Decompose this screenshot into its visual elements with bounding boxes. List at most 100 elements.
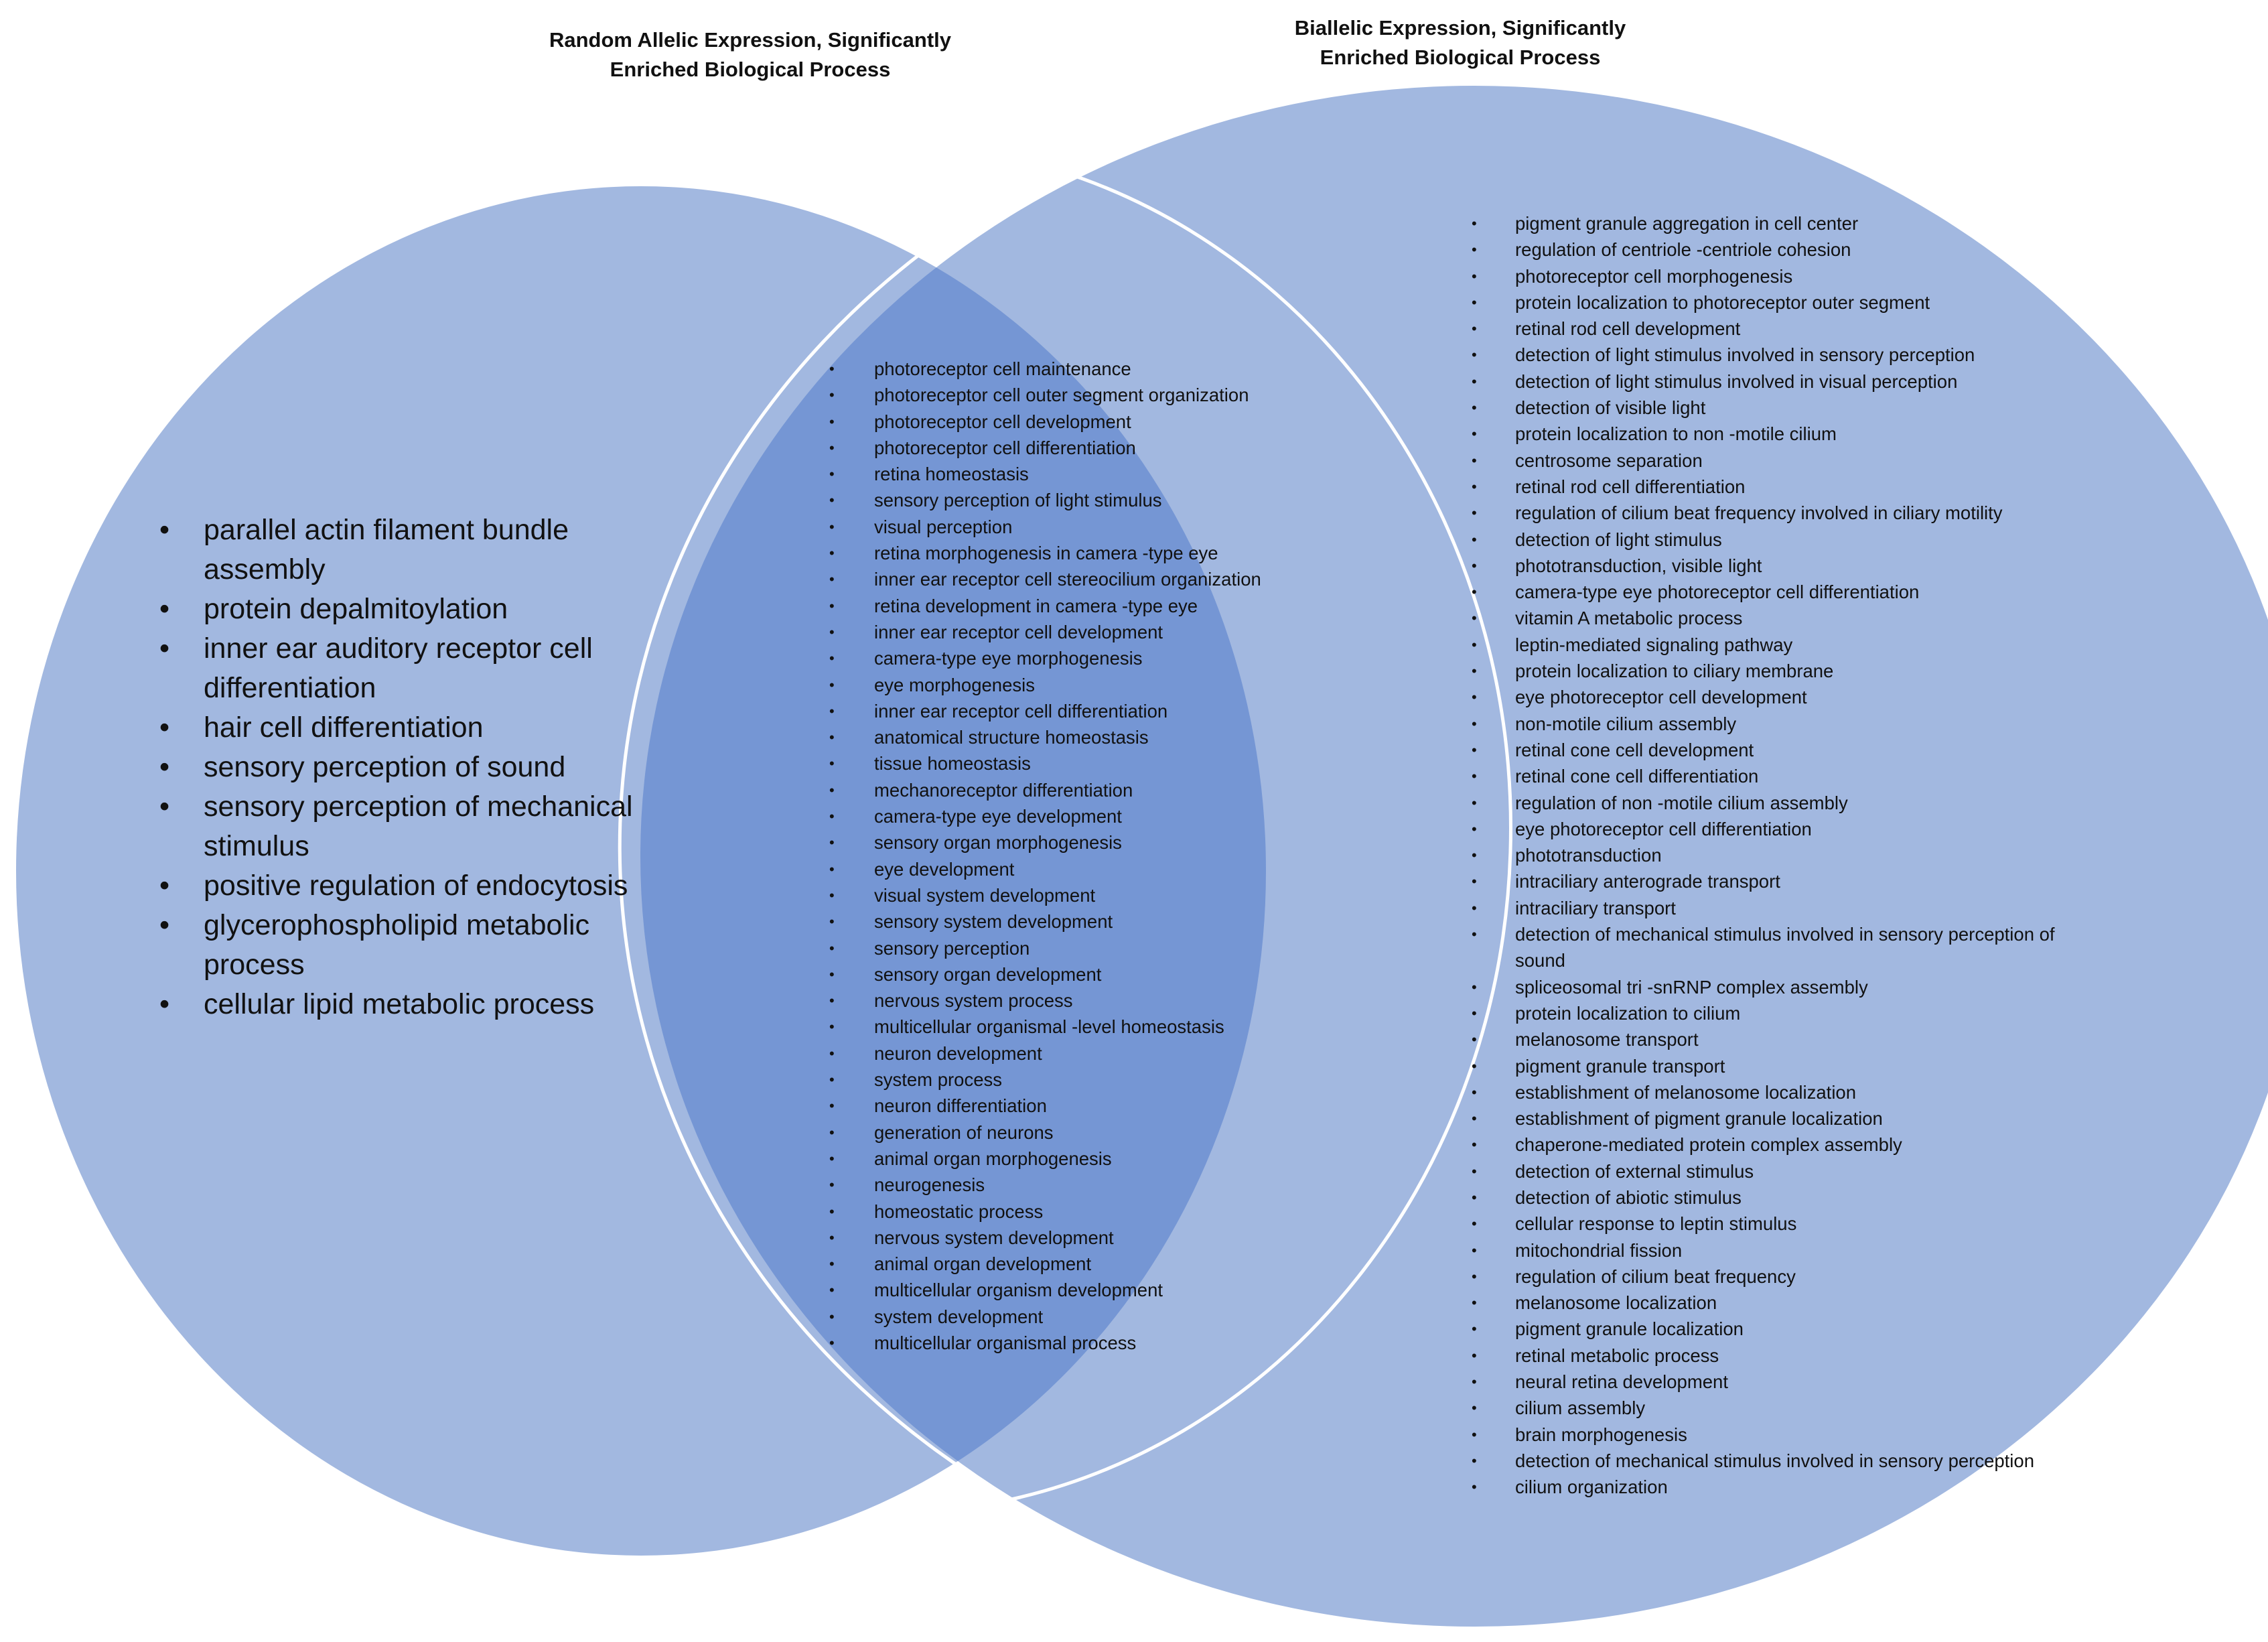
term-item: camera-type eye development [829, 803, 1338, 830]
term-item: parallel actin filament bundle assembly [159, 510, 642, 590]
term-item: visual system development [829, 882, 1338, 909]
term-item: camera-type eye photoreceptor cell diffe… [1472, 579, 2061, 606]
term-item: system process [829, 1067, 1338, 1093]
term-item: protein localization to non -motile cili… [1472, 421, 2061, 448]
term-item: retina homeostasis [829, 461, 1338, 488]
term-item: phototransduction [1472, 842, 2061, 869]
term-item: hair cell differentiation [159, 708, 642, 748]
biallelic-title-line2: Enriched Biological Process [1320, 46, 1601, 69]
term-item: inner ear receptor cell development [829, 619, 1338, 646]
term-item: mechanoreceptor differentiation [829, 777, 1338, 804]
term-item: homeostatic process [829, 1199, 1338, 1225]
term-item: cellular lipid metabolic process [159, 985, 642, 1024]
term-item: sensory perception of light stimulus [829, 487, 1338, 514]
biallelic-term-list: pigment granule aggregation in cell cent… [1472, 210, 2061, 1501]
term-item: sensory perception [829, 935, 1338, 962]
random-allelic-title-line1: Random Allelic Expression, Significantly [549, 28, 952, 52]
term-item: cellular response to leptin stimulus [1472, 1211, 2061, 1237]
term-item: retinal metabolic process [1472, 1343, 2061, 1369]
term-item: glycerophospholipid metabolic process [159, 906, 642, 985]
term-item: positive regulation of endocytosis [159, 866, 642, 906]
term-item: pigment granule aggregation in cell cent… [1472, 210, 2061, 237]
biallelic-title: Biallelic Expression, Significantly Enri… [1192, 13, 1728, 72]
term-item: tissue homeostasis [829, 750, 1338, 777]
term-item: retinal cone cell development [1472, 737, 2061, 764]
term-item: nervous system development [829, 1225, 1338, 1251]
term-item: sensory system development [829, 908, 1338, 935]
term-item: cilium assembly [1472, 1395, 2061, 1422]
term-item: multicellular organism development [829, 1277, 1338, 1304]
term-item: detection of mechanical stimulus involve… [1472, 1448, 2061, 1475]
term-item: photoreceptor cell maintenance [829, 356, 1338, 383]
term-item: photoreceptor cell development [829, 409, 1338, 435]
term-item: regulation of cilium beat frequency invo… [1472, 500, 2061, 527]
term-item: cilium organization [1472, 1474, 2061, 1501]
biallelic-title-line1: Biallelic Expression, Significantly [1294, 16, 1626, 40]
term-item: vitamin A metabolic process [1472, 605, 2061, 632]
term-item: protein localization to cilium [1472, 1000, 2061, 1027]
term-item: mitochondrial fission [1472, 1237, 2061, 1264]
term-item: neuron development [829, 1040, 1338, 1067]
random-allelic-title-line2: Enriched Biological Process [610, 58, 891, 81]
term-item: retina morphogenesis in camera -type eye [829, 540, 1338, 567]
term-item: melanosome transport [1472, 1026, 2061, 1053]
term-item: retinal rod cell development [1472, 316, 2061, 342]
term-item: generation of neurons [829, 1119, 1338, 1146]
term-item: pigment granule transport [1472, 1053, 2061, 1080]
term-item: melanosome localization [1472, 1290, 2061, 1316]
term-item: brain morphogenesis [1472, 1422, 2061, 1448]
term-item: chaperone-mediated protein complex assem… [1472, 1132, 2061, 1158]
term-item: retinal cone cell differentiation [1472, 763, 2061, 790]
term-item: detection of abiotic stimulus [1472, 1184, 2061, 1211]
term-item: establishment of pigment granule localiz… [1472, 1105, 2061, 1132]
term-item: establishment of melanosome localization [1472, 1079, 2061, 1106]
term-item: anatomical structure homeostasis [829, 724, 1338, 751]
term-item: animal organ development [829, 1251, 1338, 1278]
shared-term-list: photoreceptor cell maintenancephotorecep… [829, 356, 1338, 1357]
term-item: multicellular organismal process [829, 1330, 1338, 1357]
term-item: sensory perception of mechanical stimulu… [159, 787, 642, 866]
term-item: visual perception [829, 514, 1338, 541]
term-item: regulation of cilium beat frequency [1472, 1263, 2061, 1290]
term-item: neurogenesis [829, 1172, 1338, 1199]
term-item: inner ear receptor cell stereocilium org… [829, 566, 1338, 593]
random-allelic-term-list: parallel actin filament bundle assemblyp… [159, 510, 642, 1024]
term-item: detection of light stimulus [1472, 527, 2061, 553]
term-item: system development [829, 1304, 1338, 1330]
term-item: photoreceptor cell differentiation [829, 435, 1338, 462]
term-item: nervous system process [829, 987, 1338, 1014]
term-item: protein depalmitoylation [159, 590, 642, 629]
term-item: protein localization to photoreceptor ou… [1472, 289, 2061, 316]
term-item: camera-type eye morphogenesis [829, 645, 1338, 672]
term-item: inner ear auditory receptor cell differe… [159, 629, 642, 708]
term-item: eye photoreceptor cell differentiation [1472, 816, 2061, 843]
term-item: detection of light stimulus involved in … [1472, 368, 2061, 395]
term-item: neural retina development [1472, 1369, 2061, 1395]
term-item: animal organ morphogenesis [829, 1146, 1338, 1172]
term-item: regulation of centriole -centriole cohes… [1472, 236, 2061, 263]
term-item: leptin-mediated signaling pathway [1472, 632, 2061, 659]
term-item: multicellular organismal -level homeosta… [829, 1014, 1338, 1040]
term-item: detection of external stimulus [1472, 1158, 2061, 1185]
term-item: eye development [829, 856, 1338, 883]
term-item: pigment granule localization [1472, 1316, 2061, 1343]
term-item: detection of visible light [1472, 395, 2061, 421]
term-item: non-motile cilium assembly [1472, 711, 2061, 738]
term-item: eye photoreceptor cell development [1472, 684, 2061, 711]
term-item: retina development in camera -type eye [829, 593, 1338, 620]
term-item: neuron differentiation [829, 1093, 1338, 1119]
term-item: photoreceptor cell outer segment organiz… [829, 382, 1338, 409]
term-item: sensory organ morphogenesis [829, 829, 1338, 856]
term-item: spliceosomal tri -snRNP complex assembly [1472, 974, 2061, 1001]
term-item: eye morphogenesis [829, 672, 1338, 699]
term-item: inner ear receptor cell differentiation [829, 698, 1338, 725]
term-item: sensory perception of sound [159, 748, 642, 787]
term-item: intraciliary transport [1472, 895, 2061, 922]
term-item: protein localization to ciliary membrane [1472, 658, 2061, 685]
term-item: regulation of non -motile cilium assembl… [1472, 790, 2061, 817]
random-allelic-title: Random Allelic Expression, Significantly… [482, 25, 1018, 84]
term-item: photoreceptor cell morphogenesis [1472, 263, 2061, 290]
term-item: detection of light stimulus involved in … [1472, 342, 2061, 368]
term-item: retinal rod cell differentiation [1472, 474, 2061, 500]
